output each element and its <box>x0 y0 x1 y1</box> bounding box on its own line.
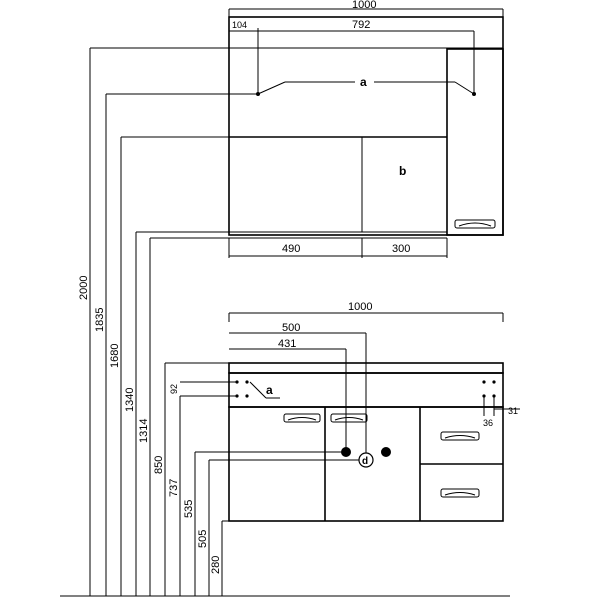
label-d: d <box>362 456 368 467</box>
dim-height-1680: 1680 <box>109 344 121 368</box>
dim-490: 490 <box>282 243 300 255</box>
door-handle <box>283 413 321 423</box>
dim-300: 300 <box>392 243 410 255</box>
dim-431: 431 <box>278 338 296 350</box>
drawer-handle <box>440 431 480 441</box>
door-handle <box>330 413 368 423</box>
upper-top-dimensions: 1000 104 792 <box>228 0 504 32</box>
dim-height-1340: 1340 <box>124 388 136 412</box>
dim-height-505: 505 <box>197 530 209 548</box>
upper-bottom-dimensions: 490 300 <box>228 238 448 258</box>
height-dimensions: 2000 1835 1680 1340 1314 850 737 535 505… <box>60 47 510 597</box>
dim-lower-width: 1000 <box>348 301 372 313</box>
drawer-handle <box>440 488 480 498</box>
upper-right-door <box>446 48 504 236</box>
fixing-point <box>472 92 476 96</box>
upper-door-handle <box>454 219 496 229</box>
dim-height-737: 737 <box>168 479 180 497</box>
dim-height-535: 535 <box>183 500 195 518</box>
label-a-upper: a <box>360 75 367 89</box>
water-inlet-hot <box>381 447 391 457</box>
dim-92: 92 <box>169 384 179 394</box>
label-a-lower: a <box>266 383 273 397</box>
dim-height-280: 280 <box>210 556 222 574</box>
lower-cabinet: 1000 500 431 d <box>228 301 520 522</box>
upper-cabinet: a b <box>228 16 504 239</box>
label-b: b <box>399 164 406 178</box>
dim-36: 36 <box>483 418 493 428</box>
dim-height-850: 850 <box>153 456 165 474</box>
dim-792: 792 <box>352 19 370 31</box>
dim-31: 31 <box>508 406 518 416</box>
dim-104: 104 <box>232 20 247 30</box>
dim-500: 500 <box>282 322 300 334</box>
dim-height-1314: 1314 <box>138 419 150 443</box>
dim-height-2000: 2000 <box>78 276 90 300</box>
dim-height-1835: 1835 <box>94 308 106 332</box>
dim-upper-width: 1000 <box>352 0 376 11</box>
